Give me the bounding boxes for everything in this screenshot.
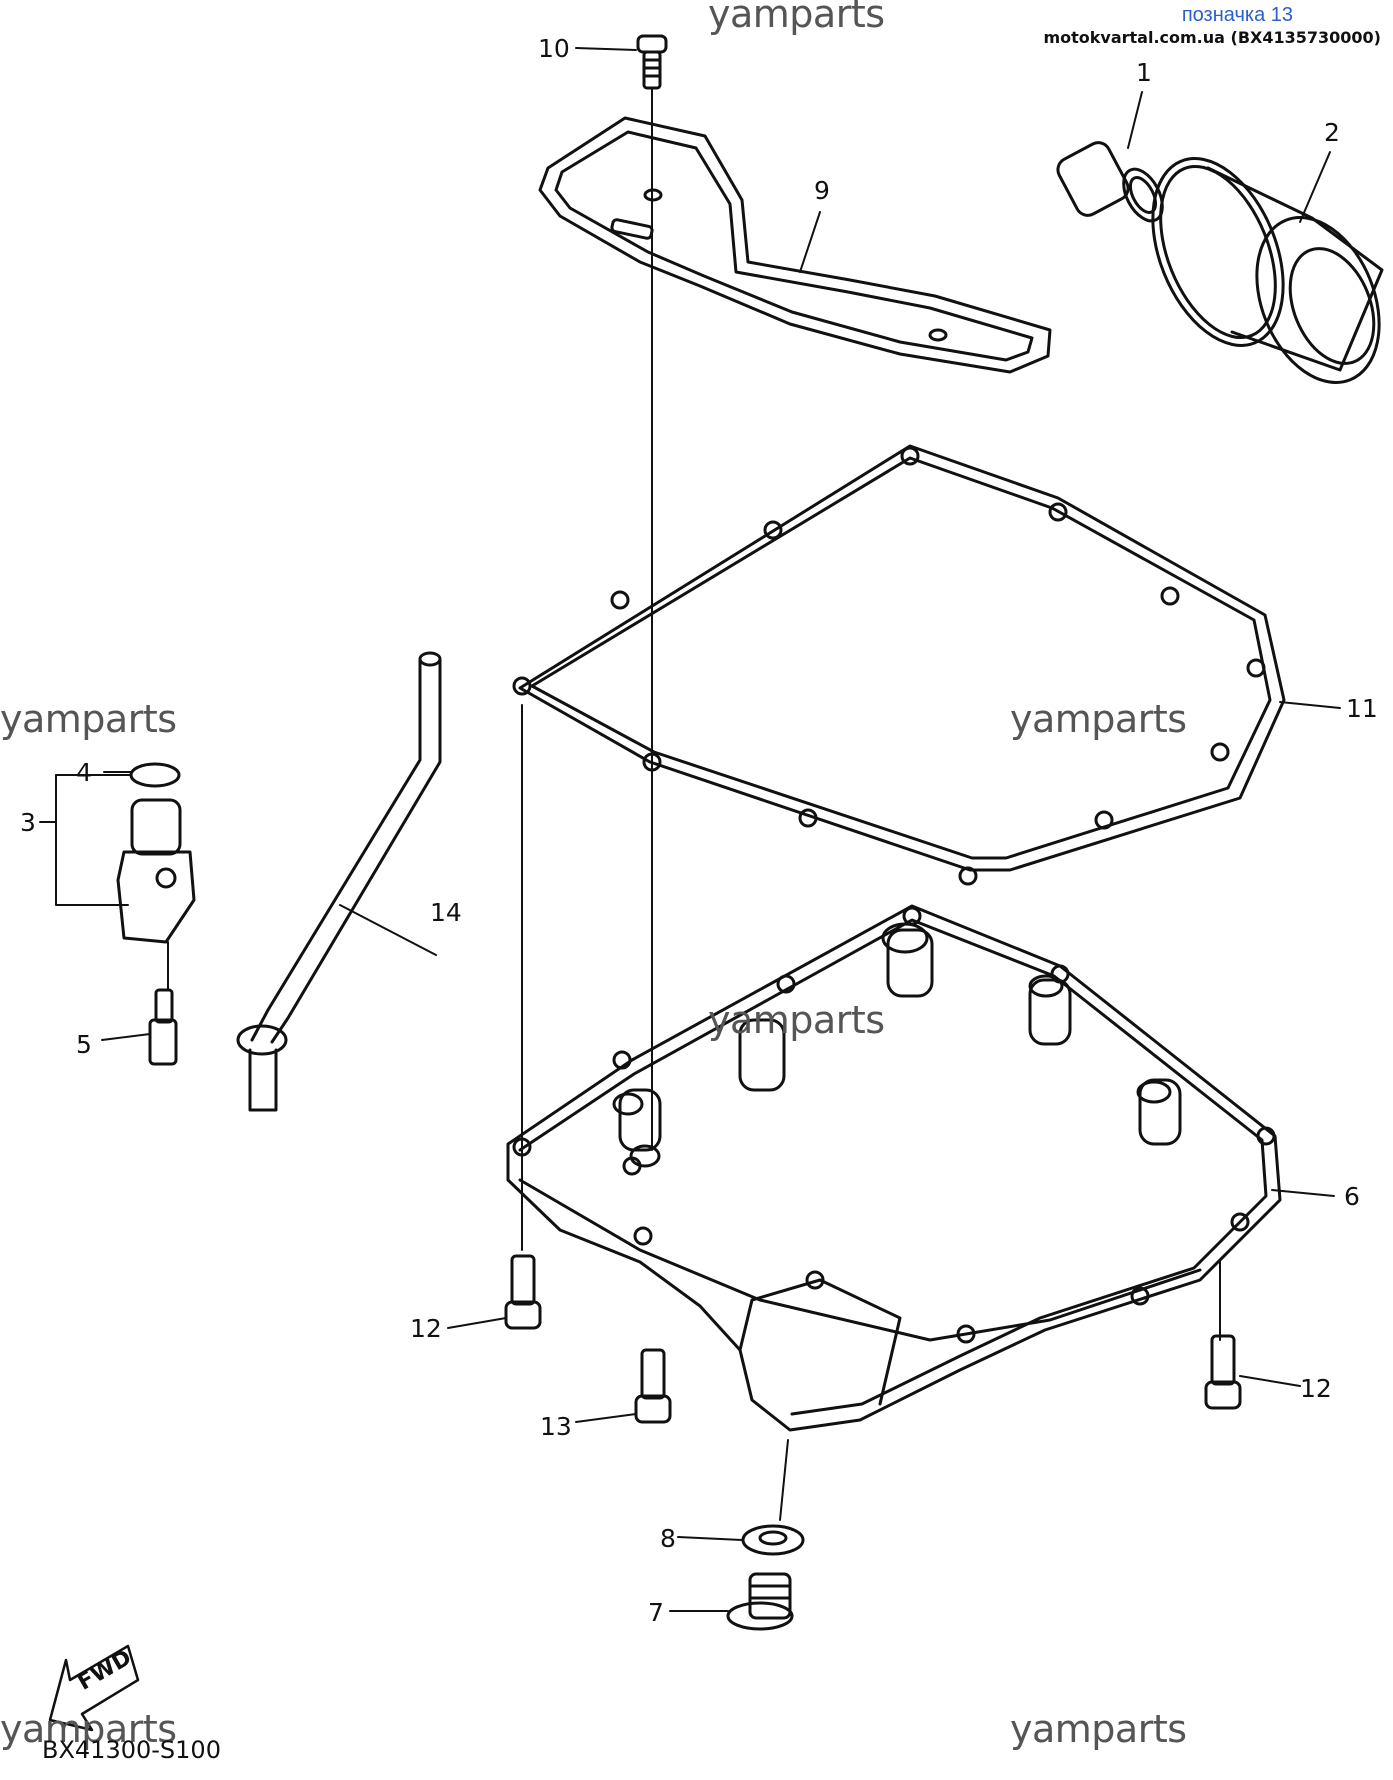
watermark: yamparts xyxy=(708,0,885,36)
callout-4: 4 xyxy=(76,758,92,787)
part-12-bolt-right xyxy=(1204,1334,1242,1410)
part-7-drain-bolt xyxy=(726,1572,794,1631)
part-12-bolt-left xyxy=(504,1254,542,1330)
watermark: yamparts xyxy=(0,697,177,741)
callout-10: 10 xyxy=(538,34,570,63)
watermark: yamparts xyxy=(0,1707,177,1751)
callout-3: 3 xyxy=(20,808,36,837)
part-3-oil-switch-assembly xyxy=(116,762,196,1066)
callout-1: 1 xyxy=(1136,58,1152,87)
part-6-oil-pan xyxy=(506,904,1282,1432)
callout-6: 6 xyxy=(1344,1182,1360,1211)
callout-9: 9 xyxy=(814,176,830,205)
callout-5: 5 xyxy=(76,1030,92,1059)
callout-8: 8 xyxy=(660,1524,676,1553)
callout-leaders xyxy=(39,47,1341,1612)
part-14-tube xyxy=(236,651,442,1112)
callout-12-left: 12 xyxy=(410,1314,442,1343)
callout-14: 14 xyxy=(430,898,462,927)
diagram-code: BX41300-S100 xyxy=(42,1736,221,1764)
part-10-bolt xyxy=(636,34,668,90)
part-11-gasket xyxy=(512,444,1286,886)
part-9-baffle-plate xyxy=(538,116,1052,374)
fwd-arrow-icon xyxy=(48,1644,140,1732)
part-8-washer xyxy=(741,1524,805,1556)
header-mark: позначка 13 xyxy=(1181,4,1293,26)
callout-13: 13 xyxy=(540,1412,572,1441)
header-source: motokvartal.com.ua (BX4135730000) xyxy=(1043,28,1381,47)
watermark: yamparts xyxy=(708,998,885,1042)
alignment-lines xyxy=(521,89,1221,1341)
watermark: yamparts xyxy=(1010,1707,1187,1751)
callout-12-right: 12 xyxy=(1300,1374,1332,1403)
callout-2: 2 xyxy=(1324,118,1340,147)
part-2-oil-filter xyxy=(1151,157,1384,384)
callout-7: 7 xyxy=(648,1598,664,1627)
part-13-bolt xyxy=(634,1348,672,1424)
callout-11: 11 xyxy=(1346,694,1378,723)
watermark: yamparts xyxy=(1010,697,1187,741)
